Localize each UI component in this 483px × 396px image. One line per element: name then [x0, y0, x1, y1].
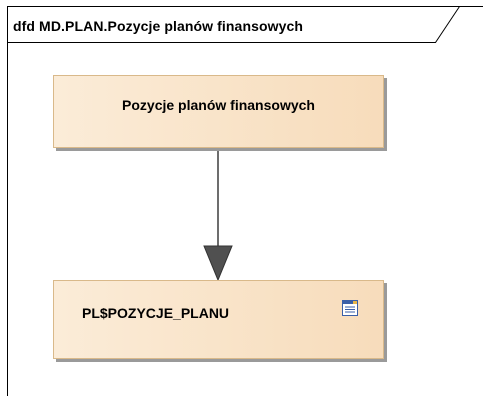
datastore-label: PL$POZYCJE_PLANU [82, 305, 230, 321]
process-label: Pozycje planów finansowych [122, 97, 315, 113]
frame-title: dfd MD.PLAN.Pozycje planów finansowych [13, 18, 304, 34]
table-icon [342, 300, 358, 316]
arrow-down-icon [203, 245, 233, 282]
process-node[interactable]: Pozycje planów finansowych [53, 75, 384, 148]
datastore-node[interactable]: PL$POZYCJE_PLANU [53, 280, 384, 359]
